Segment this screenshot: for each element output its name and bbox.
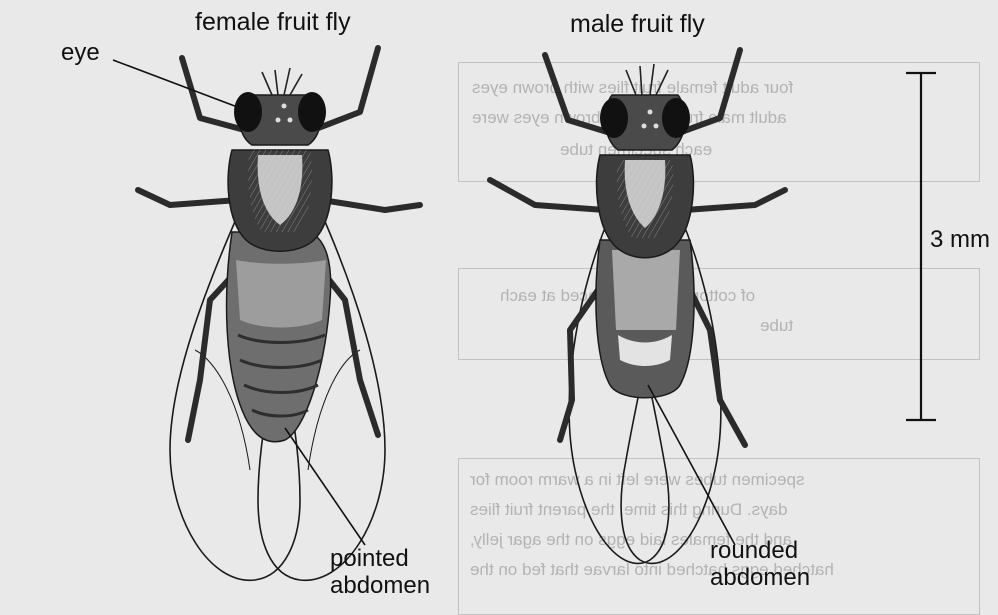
pointed-label-line1: pointed [330, 545, 450, 572]
rounded-label-line2: abdomen [710, 564, 830, 591]
female-eye-left [234, 92, 262, 132]
female-fly-title: female fruit fly [195, 9, 351, 36]
eye-leader-line [113, 60, 240, 108]
male-eye-left [600, 98, 628, 138]
male-fly [490, 50, 785, 563]
male-bristles [626, 64, 668, 95]
female-fly [138, 48, 420, 580]
female-eye-right [298, 92, 326, 132]
male-eye-right [662, 98, 690, 138]
rounded-label-line1: rounded [710, 537, 830, 564]
eye-label: eye [61, 39, 100, 66]
male-fly-title: male fruit fly [570, 11, 705, 38]
pointed-abdomen-label: pointed abdomen [330, 545, 450, 599]
rounded-abdomen-label: rounded abdomen [710, 537, 830, 591]
scale-label: 3 mm [930, 226, 990, 253]
pointed-label-line2: abdomen [330, 572, 450, 599]
female-bristles [262, 68, 302, 95]
